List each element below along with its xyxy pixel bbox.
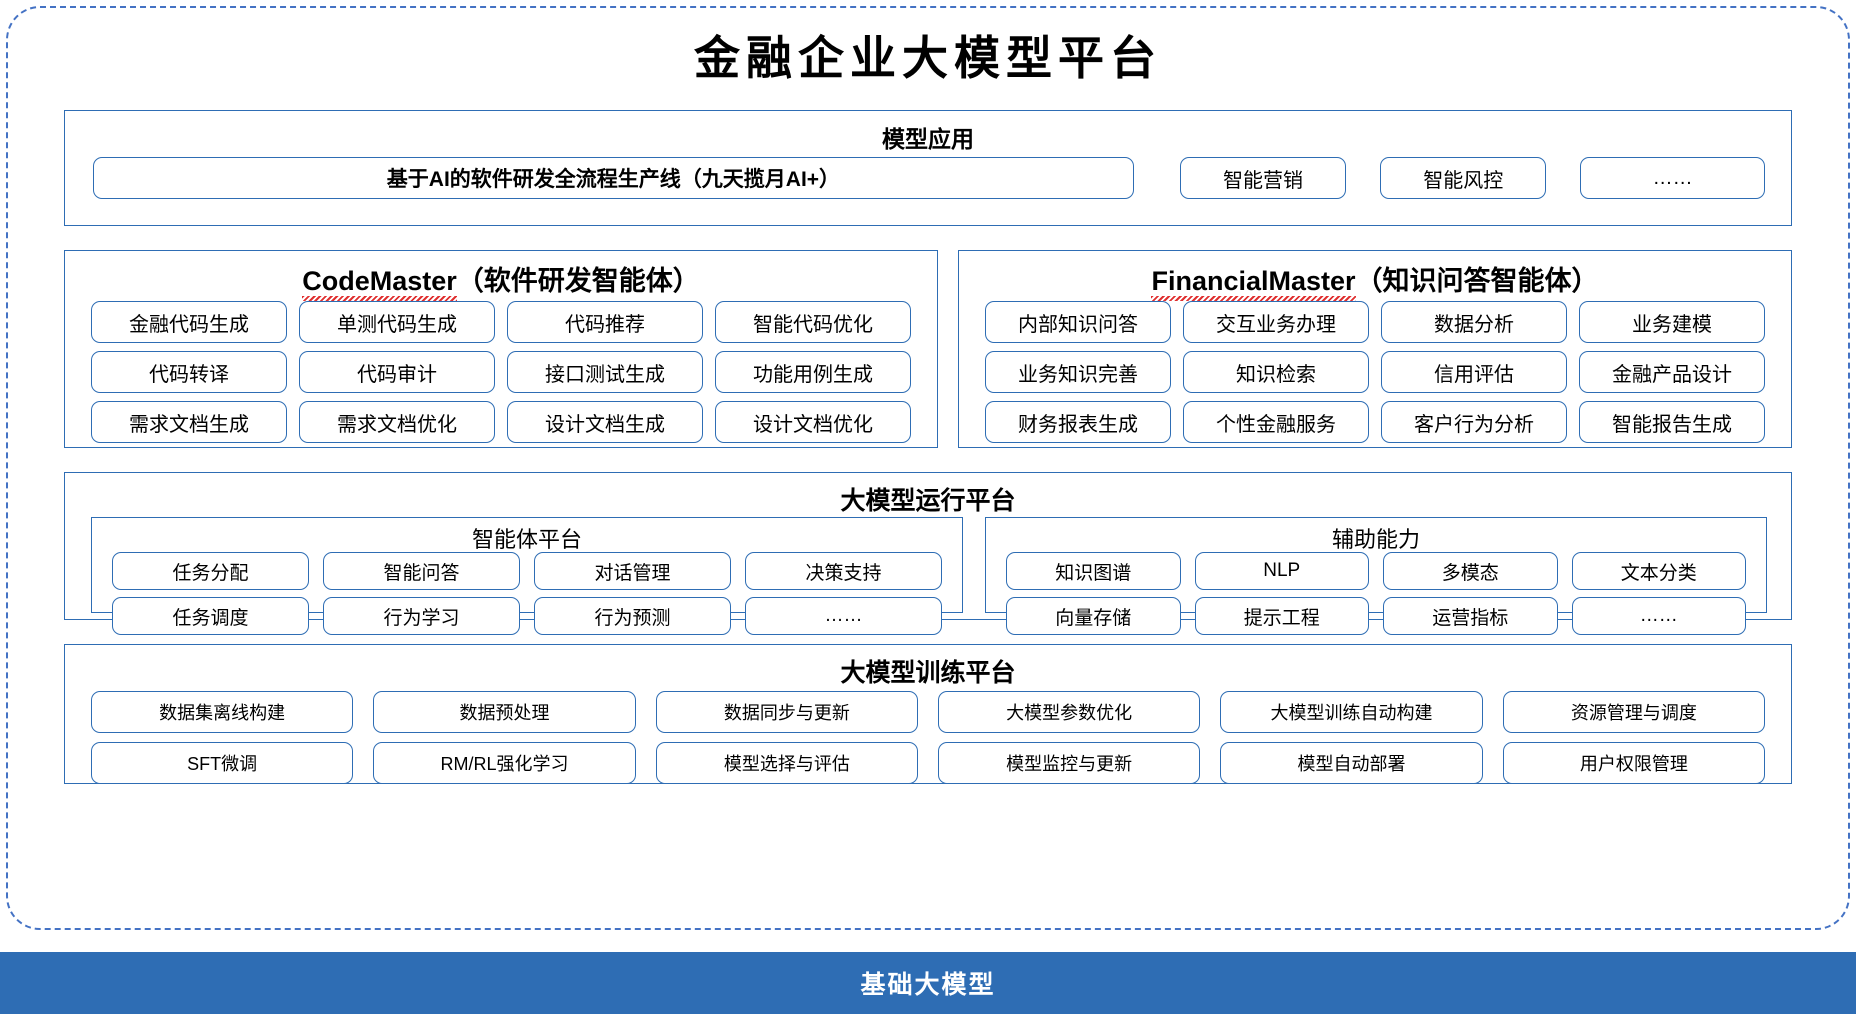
financialmaster-title: FinancialMaster（知识问答智能体） bbox=[959, 259, 1791, 301]
model-application-items: 基于AI的软件研发全流程生产线（九天揽月AI+） 智能营销 智能风控 …… bbox=[93, 157, 1765, 199]
capability-pill[interactable]: 知识检索 bbox=[1183, 351, 1369, 393]
capability-pill[interactable]: 代码推荐 bbox=[507, 301, 703, 343]
runtime-pill[interactable]: 决策支持 bbox=[745, 552, 942, 590]
runtime-pill[interactable]: 智能问答 bbox=[323, 552, 520, 590]
capability-pill[interactable]: 业务建模 bbox=[1579, 301, 1765, 343]
financialmaster-name-en: FinancialMaster bbox=[1151, 266, 1356, 301]
capability-pill[interactable]: 财务报表生成 bbox=[985, 401, 1171, 443]
financialmaster-name-cn: （知识问答智能体） bbox=[1355, 266, 1599, 296]
model-application-title: 模型应用 bbox=[882, 126, 974, 152]
capability-pill[interactable]: 代码转译 bbox=[91, 351, 287, 393]
training-pill[interactable]: 模型监控与更新 bbox=[938, 742, 1201, 784]
runtime-pill[interactable]: 运营指标 bbox=[1383, 597, 1558, 635]
runtime-pill[interactable]: 行为学习 bbox=[323, 597, 520, 635]
agent-platform-grid: 任务分配 智能问答 对话管理 决策支持 任务调度 行为学习 行为预测 …… bbox=[92, 552, 962, 635]
auxiliary-capability-subpanel: 辅助能力 知识图谱 NLP 多模态 文本分类 向量存储 提示工程 运营指标 …… bbox=[985, 517, 1767, 635]
runtime-pill[interactable]: 向量存储 bbox=[1006, 597, 1181, 635]
training-platform-title: 大模型训练平台 bbox=[840, 659, 1016, 687]
runtime-pill[interactable]: 对话管理 bbox=[534, 552, 731, 590]
capability-pill[interactable]: 需求文档优化 bbox=[299, 401, 495, 443]
capability-pill[interactable]: 设计文档生成 bbox=[507, 401, 703, 443]
runtime-platform-title: 大模型运行平台 bbox=[840, 487, 1016, 515]
capability-pill[interactable]: 个性金融服务 bbox=[1183, 401, 1369, 443]
model-application-panel: 模型应用 基于AI的软件研发全流程生产线（九天揽月AI+） 智能营销 智能风控 … bbox=[64, 110, 1792, 226]
codemaster-name-en: CodeMaster bbox=[302, 266, 457, 301]
capability-pill[interactable]: 需求文档生成 bbox=[91, 401, 287, 443]
app-item-pipeline[interactable]: 基于AI的软件研发全流程生产线（九天揽月AI+） bbox=[93, 157, 1134, 199]
runtime-pill[interactable]: 任务调度 bbox=[112, 597, 309, 635]
codemaster-panel: CodeMaster（软件研发智能体） 金融代码生成 单测代码生成 代码推荐 智… bbox=[64, 250, 938, 448]
capability-pill[interactable]: 金融代码生成 bbox=[91, 301, 287, 343]
runtime-platform-panel: 大模型运行平台 智能体平台 任务分配 智能问答 对话管理 决策支持 任务调度 行… bbox=[64, 472, 1792, 635]
codemaster-capability-grid: 金融代码生成 单测代码生成 代码推荐 智能代码优化 代码转译 代码审计 接口测试… bbox=[65, 301, 937, 443]
codemaster-title: CodeMaster（软件研发智能体） bbox=[65, 259, 937, 301]
training-pill[interactable]: SFT微调 bbox=[91, 742, 354, 784]
runtime-pill[interactable]: 提示工程 bbox=[1194, 597, 1369, 635]
capability-pill[interactable]: 交互业务办理 bbox=[1183, 301, 1369, 343]
agent-platform-subpanel: 智能体平台 任务分配 智能问答 对话管理 决策支持 任务调度 行为学习 行为预测… bbox=[91, 517, 963, 635]
training-platform-grid: 数据集离线构建 数据预处理 数据同步与更新 大模型参数优化 大模型训练自动构建 … bbox=[65, 691, 1791, 784]
training-platform-panel: 大模型训练平台 数据集离线构建 数据预处理 数据同步与更新 大模型参数优化 大模… bbox=[64, 644, 1792, 784]
app-item-more[interactable]: …… bbox=[1580, 157, 1765, 199]
training-pill[interactable]: 大模型训练自动构建 bbox=[1220, 691, 1483, 733]
capability-pill[interactable]: 业务知识完善 bbox=[985, 351, 1171, 393]
training-pill[interactable]: 数据预处理 bbox=[373, 691, 636, 733]
agent-platform-title: 智能体平台 bbox=[471, 527, 582, 552]
page-title: 金融企业大模型平台 bbox=[694, 33, 1162, 84]
auxiliary-capability-grid: 知识图谱 NLP 多模态 文本分类 向量存储 提示工程 运营指标 …… bbox=[986, 552, 1766, 635]
runtime-pill[interactable]: 文本分类 bbox=[1571, 552, 1746, 590]
training-pill[interactable]: 模型自动部署 bbox=[1220, 742, 1483, 784]
auxiliary-capability-title: 辅助能力 bbox=[1331, 527, 1420, 552]
financialmaster-capability-grid: 内部知识问答 交互业务办理 数据分析 业务建模 业务知识完善 知识检索 信用评估… bbox=[959, 301, 1791, 443]
runtime-pill[interactable]: 行为预测 bbox=[534, 597, 731, 635]
base-model-label: 基础大模型 bbox=[860, 971, 996, 999]
outer-dashed-frame bbox=[6, 6, 1850, 930]
runtime-pill[interactable]: 任务分配 bbox=[112, 552, 309, 590]
capability-pill[interactable]: 智能代码优化 bbox=[715, 301, 911, 343]
capability-pill[interactable]: 智能报告生成 bbox=[1579, 401, 1765, 443]
financialmaster-panel: FinancialMaster（知识问答智能体） 内部知识问答 交互业务办理 数… bbox=[958, 250, 1792, 448]
runtime-pill[interactable]: NLP bbox=[1194, 552, 1369, 590]
spellcheck-squiggle-icon bbox=[302, 296, 457, 301]
capability-pill[interactable]: 功能用例生成 bbox=[715, 351, 911, 393]
training-pill[interactable]: 数据同步与更新 bbox=[655, 691, 918, 733]
capability-pill[interactable]: 代码审计 bbox=[299, 351, 495, 393]
training-pill[interactable]: 资源管理与调度 bbox=[1502, 691, 1765, 733]
runtime-pill[interactable]: 多模态 bbox=[1383, 552, 1558, 590]
codemaster-name-cn: （软件研发智能体） bbox=[456, 266, 700, 296]
base-model-bar: 基础大模型 bbox=[0, 952, 1856, 1014]
training-pill[interactable]: 数据集离线构建 bbox=[91, 691, 354, 733]
runtime-pill[interactable]: …… bbox=[1571, 597, 1746, 635]
training-pill[interactable]: 大模型参数优化 bbox=[938, 691, 1201, 733]
app-item-riskcontrol[interactable]: 智能风控 bbox=[1380, 157, 1547, 199]
capability-pill[interactable]: 数据分析 bbox=[1381, 301, 1567, 343]
training-pill[interactable]: RM/RL强化学习 bbox=[373, 742, 636, 784]
capability-pill[interactable]: 内部知识问答 bbox=[985, 301, 1171, 343]
training-pill[interactable]: 模型选择与评估 bbox=[655, 742, 918, 784]
capability-pill[interactable]: 设计文档优化 bbox=[715, 401, 911, 443]
capability-pill[interactable]: 金融产品设计 bbox=[1579, 351, 1765, 393]
app-item-marketing[interactable]: 智能营销 bbox=[1179, 157, 1347, 199]
runtime-pill[interactable]: 知识图谱 bbox=[1006, 552, 1181, 590]
training-pill[interactable]: 用户权限管理 bbox=[1502, 742, 1765, 784]
capability-pill[interactable]: 信用评估 bbox=[1381, 351, 1567, 393]
capability-pill[interactable]: 客户行为分析 bbox=[1381, 401, 1567, 443]
spellcheck-squiggle-icon bbox=[1151, 296, 1356, 301]
capability-pill[interactable]: 单测代码生成 bbox=[299, 301, 495, 343]
runtime-pill[interactable]: …… bbox=[745, 597, 942, 635]
capability-pill[interactable]: 接口测试生成 bbox=[507, 351, 703, 393]
